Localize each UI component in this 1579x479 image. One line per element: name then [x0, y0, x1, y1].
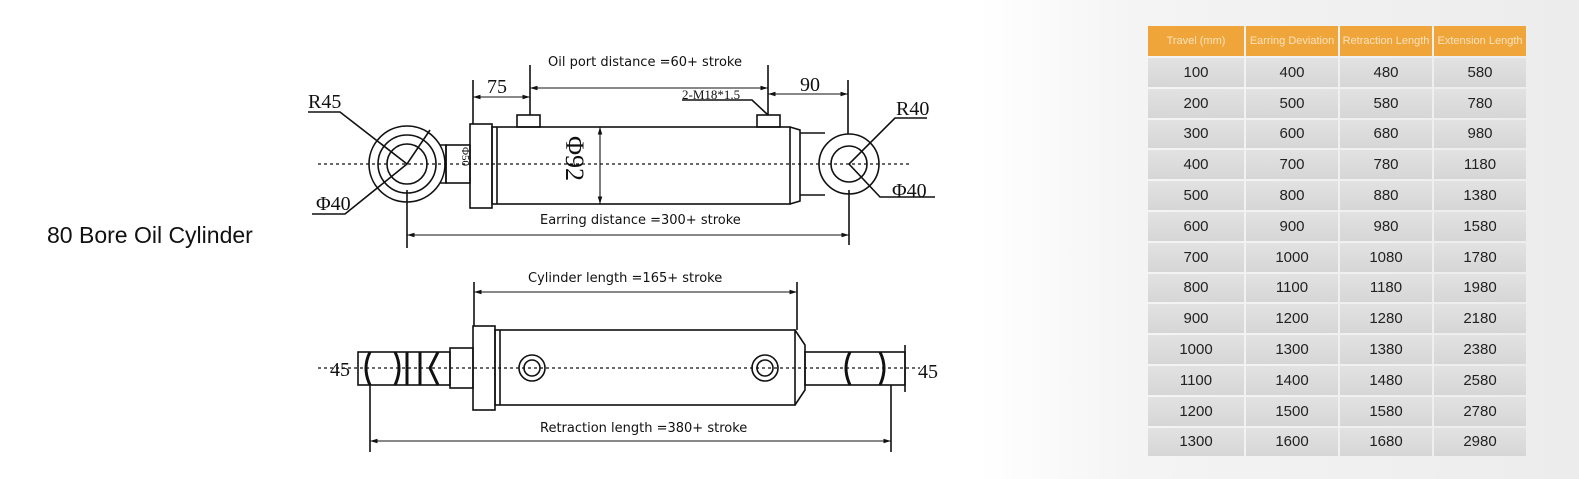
cylinder-length-label: Cylinder length =165+ stroke [528, 271, 722, 286]
table-cell: 2380 [1434, 335, 1526, 364]
column-header: Travel (mm) [1148, 26, 1244, 56]
table-cell: 2780 [1434, 396, 1526, 426]
table-cell: 700 [1246, 150, 1338, 180]
right-end-label: 45 [918, 361, 938, 383]
earring-distance-label: Earring distance =300+ stroke [540, 213, 741, 228]
table-cell: 1200 [1246, 304, 1338, 334]
column-header: Retraction Length [1340, 26, 1432, 56]
dim-90: 90 [800, 74, 820, 96]
table-cell: 500 [1148, 181, 1244, 210]
table-cell: 900 [1148, 304, 1244, 334]
port-thread-label: 2-M18*1.5 [682, 87, 740, 102]
table-cell: 1180 [1340, 273, 1432, 303]
table-cell: 1380 [1340, 335, 1432, 364]
table-cell: 1180 [1434, 150, 1526, 180]
table-cell: 100 [1148, 58, 1244, 87]
table-cell: 500 [1246, 88, 1338, 118]
right-bore-label: Φ40 [892, 180, 927, 202]
bottom-view: Cylinder length =165+ stroke 45 45 Retra… [318, 271, 938, 452]
table-cell: 1480 [1340, 365, 1432, 395]
table-cell: 300 [1148, 119, 1244, 149]
table-cell: 1500 [1246, 396, 1338, 426]
table-cell: 600 [1246, 119, 1338, 149]
table-cell: 980 [1340, 211, 1432, 241]
page-title: 80 Bore Oil Cylinder [47, 222, 253, 248]
table-cell: 880 [1340, 181, 1432, 210]
cylinder-drawing: Oil port distance =60+ stroke 75 90 2-M1… [308, 55, 938, 452]
spec-table: Travel (mm) Earring Deviation Retraction… [1146, 24, 1528, 458]
dim-75: 75 [487, 76, 507, 98]
table-cell: 1300 [1148, 427, 1244, 457]
retraction-length-label: Retraction length =380+ stroke [540, 421, 747, 436]
table-cell: 1680 [1340, 427, 1432, 457]
table-cell: 400 [1148, 150, 1244, 180]
table-cell: 200 [1148, 88, 1244, 118]
table-cell: 2580 [1434, 365, 1526, 395]
flange [469, 123, 493, 209]
table-cell: 600 [1148, 211, 1244, 241]
table-cell: 780 [1340, 150, 1432, 180]
table-cell: 2980 [1434, 427, 1526, 457]
left-end-label: 45 [330, 359, 350, 381]
table-cell: 980 [1434, 119, 1526, 149]
table-cell: 1580 [1434, 211, 1526, 241]
table-cell: 800 [1148, 273, 1244, 303]
table-cell: 1200 [1148, 396, 1244, 426]
table-cell: 1100 [1148, 365, 1244, 395]
table-cell: 780 [1434, 88, 1526, 118]
table-cell: 580 [1340, 88, 1432, 118]
table-cell: 1000 [1148, 335, 1244, 364]
table-cell: 1400 [1246, 365, 1338, 395]
table-cell: 1100 [1246, 273, 1338, 303]
table-cell: 800 [1246, 181, 1338, 210]
table-cell: 1780 [1434, 242, 1526, 272]
table-cell: 680 [1340, 119, 1432, 149]
table-cell: 1980 [1434, 273, 1526, 303]
table-cell: 480 [1340, 58, 1432, 87]
table-cell: 2180 [1434, 304, 1526, 334]
column-header: Extension Length [1434, 26, 1526, 56]
column-header: Earring Deviation [1246, 26, 1338, 56]
table-header: Travel (mm) Earring Deviation Retraction… [1148, 26, 1526, 56]
table-cell: 700 [1148, 242, 1244, 272]
barrel [491, 126, 791, 205]
left-bore-label: Φ40 [316, 193, 351, 215]
table-cell: 580 [1434, 58, 1526, 87]
oil-port-label: Oil port distance =60+ stroke [548, 55, 742, 70]
table-cell: 1300 [1246, 335, 1338, 364]
barrel-diameter-label: Φ92 [560, 136, 589, 181]
table-cell: 1600 [1246, 427, 1338, 457]
r40-label: R40 [896, 98, 929, 120]
barrel [494, 329, 796, 406]
port [751, 354, 779, 382]
rod-diameter-label: Φ50 [459, 147, 471, 167]
top-view: Oil port distance =60+ stroke 75 90 2-M1… [308, 55, 935, 248]
table-cell: 1380 [1434, 181, 1526, 210]
r45-label: R45 [308, 91, 341, 113]
table-cell: 1000 [1246, 242, 1338, 272]
port [518, 354, 546, 382]
table-cell: 1280 [1340, 304, 1432, 334]
table-cell: 900 [1246, 211, 1338, 241]
table-cell: 400 [1246, 58, 1338, 87]
table-cell: 1080 [1340, 242, 1432, 272]
table-cell: 1580 [1340, 396, 1432, 426]
